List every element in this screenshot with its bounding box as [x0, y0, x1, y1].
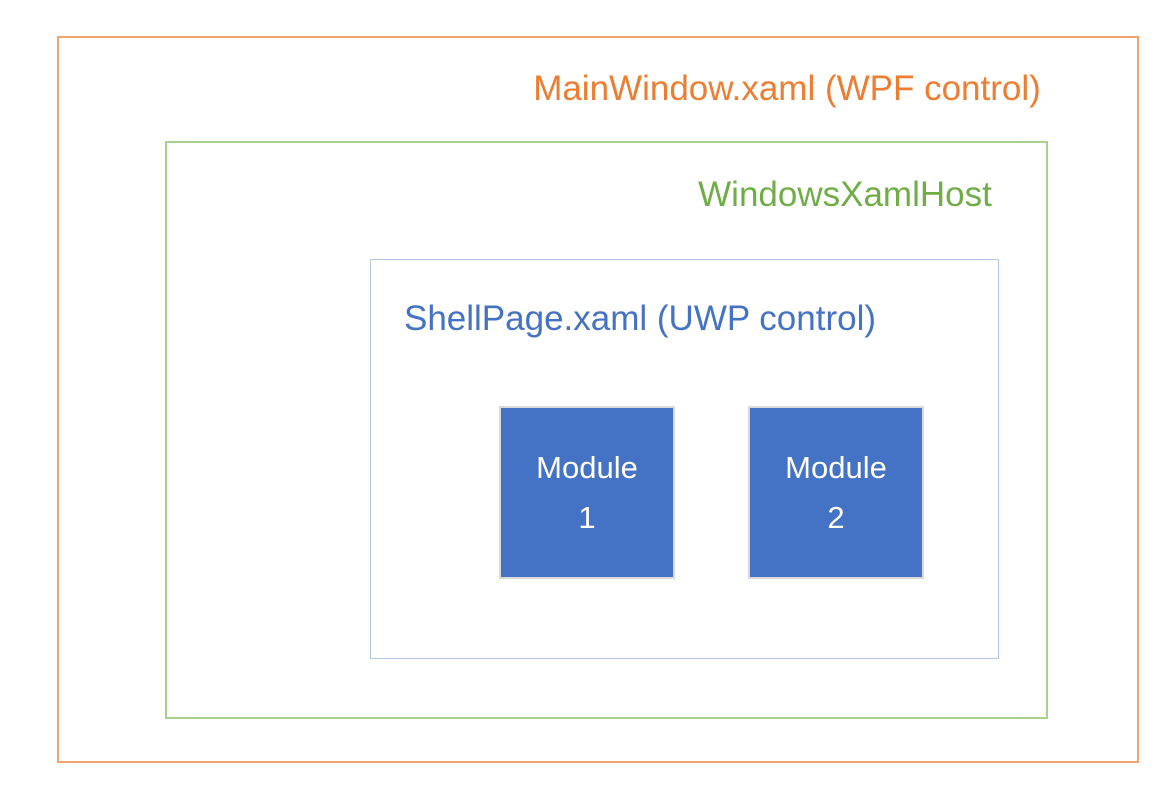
mainwindow-label: MainWindow.xaml (WPF control) [533, 69, 1041, 108]
shellpage-label: ShellPage.xaml (UWP control) [403, 299, 877, 338]
shellpage-uwp-box [370, 259, 999, 659]
module-2-box: Module 2 [748, 406, 924, 579]
windowsxamlhost-box [165, 141, 1048, 719]
module-1-label-line2: 1 [578, 499, 596, 535]
windowsxamlhost-label: WindowsXamlHost [698, 175, 992, 214]
module-2-label-line2: 2 [827, 499, 845, 535]
module-1-box: Module 1 [499, 406, 675, 579]
module-2-label-line1: Module [785, 449, 887, 485]
mainwindow-wpf-box [57, 36, 1139, 763]
module-1-label-line1: Module [536, 449, 638, 485]
